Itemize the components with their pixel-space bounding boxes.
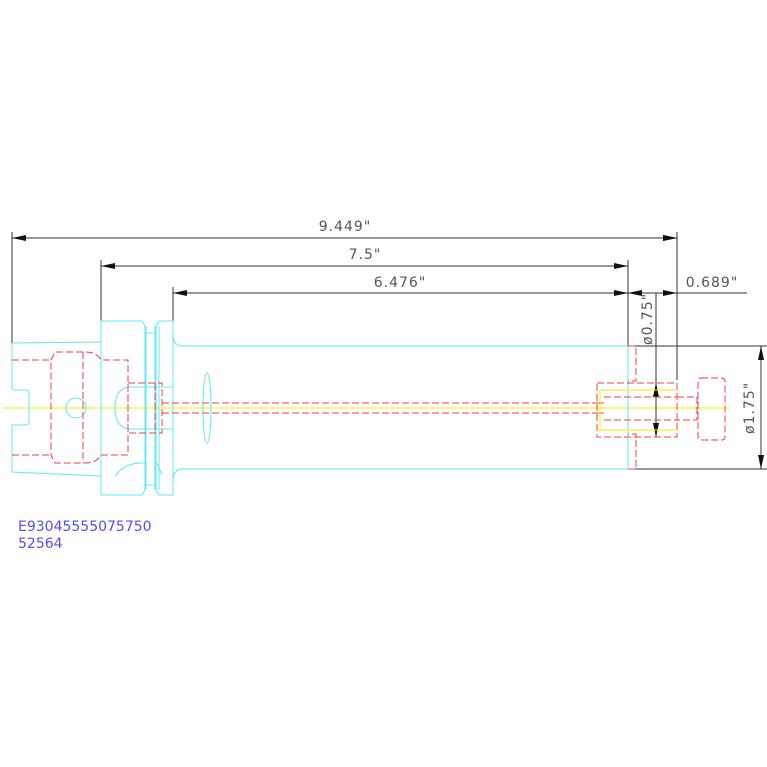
dimension-tip-length: 0.689" [628,275,747,296]
svg-text:ø0.75": ø0.75" [640,293,656,345]
svg-text:6.476": 6.476" [374,275,427,291]
hidden-features [12,345,726,470]
dimension-gauge-length: 7.5" [100,247,629,346]
dimension-body-diameter: ø1.75" [630,345,767,470]
holder-outline [11,320,629,496]
dimension-body-length: 6.476" [172,275,628,321]
svg-text:9.449": 9.449" [319,219,372,235]
svg-text:ø1.75": ø1.75" [742,382,758,434]
dimension-bore-diameter: ø0.75" [640,293,659,437]
part-number: E93045555075750 [18,519,152,535]
svg-text:0.689": 0.689" [686,275,739,291]
bore-outline [599,389,677,431]
part-id: 52564 [18,536,63,552]
dimension-overall-length: 9.449" [11,219,678,380]
svg-text:7.5": 7.5" [349,247,382,263]
